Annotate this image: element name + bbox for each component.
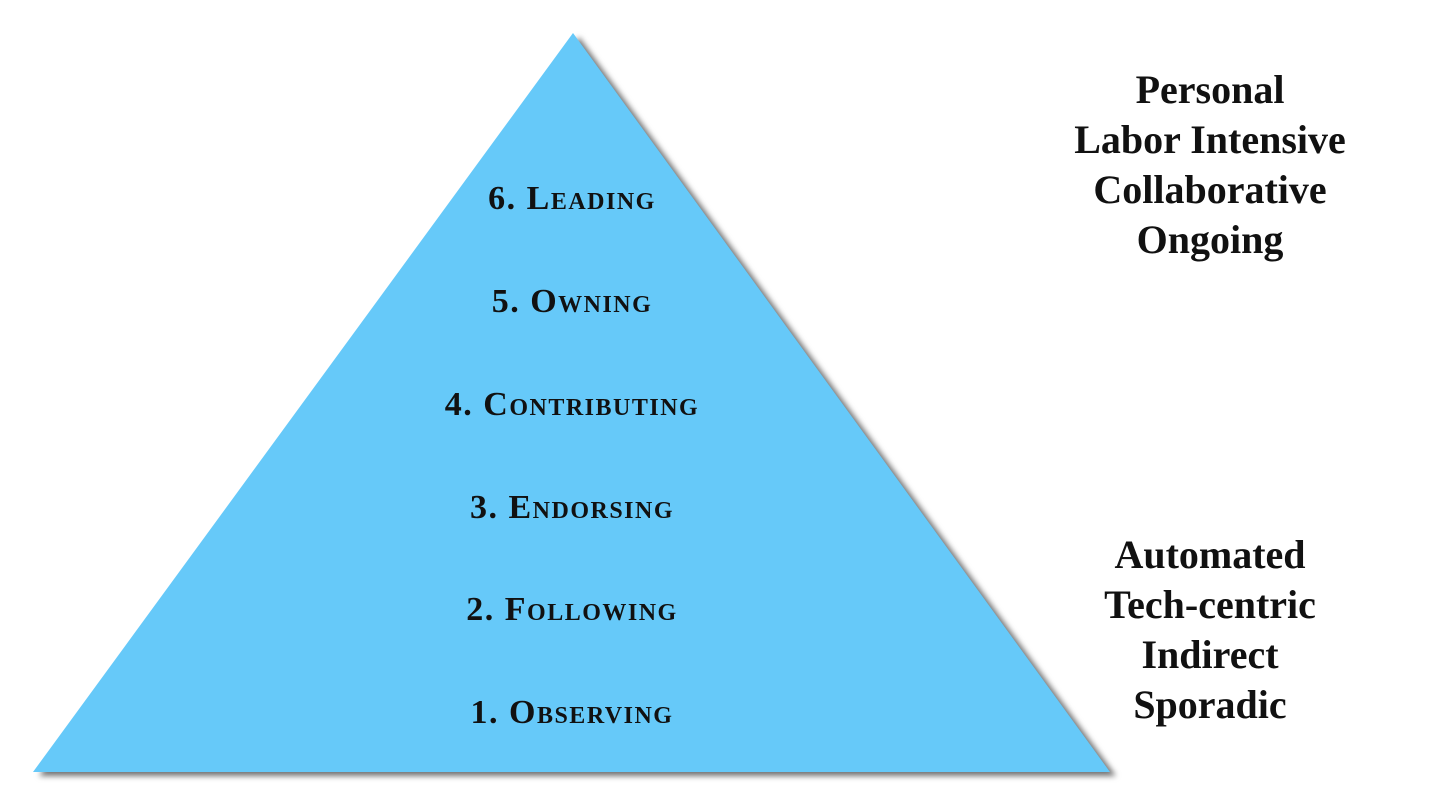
- annotation-line-personal: Personal: [1135, 67, 1285, 112]
- annotation-bottom-right: Automated Tech-centric Indirect Sporadic: [1104, 530, 1316, 730]
- pyramid-triangle-shape: [33, 33, 1110, 772]
- pyramid-level-2-following: 2. Following: [466, 591, 678, 628]
- annotation-line-sporadic: Sporadic: [1133, 682, 1287, 727]
- pyramid-level-4-contributing: 4. Contributing: [444, 386, 700, 423]
- annotation-top-right: Personal Labor Intensive Collaborative O…: [1074, 65, 1346, 265]
- annotation-line-ongoing: Ongoing: [1136, 217, 1284, 262]
- annotation-line-automated: Automated: [1114, 532, 1306, 577]
- pyramid-level-1-observing: 1. Observing: [470, 694, 674, 731]
- pyramid-level-5-owning: 5. Owning: [491, 283, 653, 320]
- annotation-line-collaborative: Collaborative: [1093, 167, 1327, 212]
- annotation-line-labor-intensive: Labor Intensive: [1074, 117, 1346, 162]
- pyramid-level-6-leading: 6. Leading: [488, 180, 656, 217]
- annotation-line-indirect: Indirect: [1141, 632, 1279, 677]
- annotation-line-tech-centric: Tech-centric: [1104, 582, 1316, 627]
- pyramid-level-3-endorsing: 3. Endorsing: [469, 489, 675, 526]
